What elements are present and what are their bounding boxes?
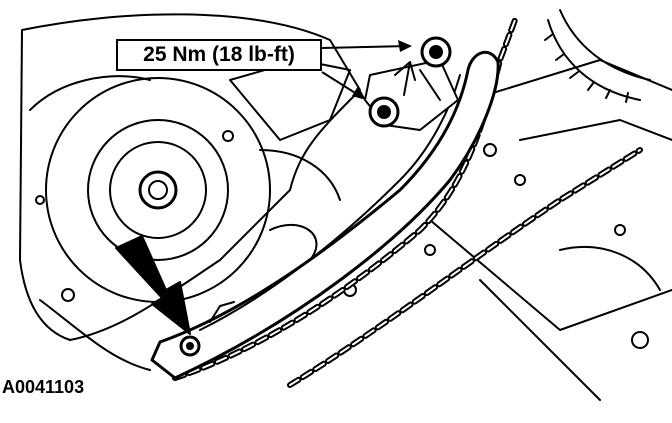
torque-label: 25 Nm (18 lb-ft) xyxy=(143,43,295,66)
mount-hole xyxy=(515,175,525,185)
cylinder-head-edge xyxy=(520,120,672,140)
callout-arrowhead xyxy=(398,40,412,52)
oil-pump-contour xyxy=(560,247,660,290)
callout-leader-line xyxy=(322,46,410,48)
engine-block-edge xyxy=(30,76,150,110)
crank-pulley-outer xyxy=(46,78,270,302)
mount-hole xyxy=(425,245,435,255)
block-rail xyxy=(480,280,600,400)
sprocket-teeth xyxy=(545,34,628,102)
guide-rail-lower xyxy=(270,225,316,260)
mount-hole xyxy=(223,131,233,141)
block-rail xyxy=(430,220,672,330)
crank-pulley-center xyxy=(149,181,167,199)
tensioner-arrow-mark xyxy=(395,62,415,95)
mount-hole xyxy=(62,289,74,301)
cylinder-head-edge xyxy=(470,60,672,100)
callout-leader-line xyxy=(322,72,360,96)
pointer-arrow-icon xyxy=(116,236,190,334)
crank-pulley-ring xyxy=(88,120,228,260)
crank-pulley-hub xyxy=(140,172,176,208)
cam-sprocket xyxy=(548,10,650,100)
figure-id-label: A0041103 xyxy=(2,377,85,397)
bolt-icon xyxy=(181,337,199,355)
engine-block-outline xyxy=(20,14,360,340)
mount-hole xyxy=(615,225,625,235)
guide-edge-notch xyxy=(210,302,234,322)
bolt-icon xyxy=(422,38,450,66)
bolt-icon xyxy=(370,98,398,126)
housing-rib xyxy=(260,150,340,200)
crank-pulley-inner xyxy=(110,142,206,238)
mount-hole xyxy=(36,196,44,204)
mount-hole xyxy=(484,144,496,156)
torque-callout: 25 Nm (18 lb-ft) xyxy=(116,39,322,71)
tensioner-guide-inner-edge xyxy=(200,75,460,330)
lower-contour xyxy=(40,300,150,370)
callout-arrowhead xyxy=(352,86,366,100)
mount-hole xyxy=(632,332,648,348)
tensioner-rib xyxy=(420,70,440,100)
timing-chain-right-run-inner xyxy=(290,150,640,385)
housing-contour xyxy=(230,60,350,140)
